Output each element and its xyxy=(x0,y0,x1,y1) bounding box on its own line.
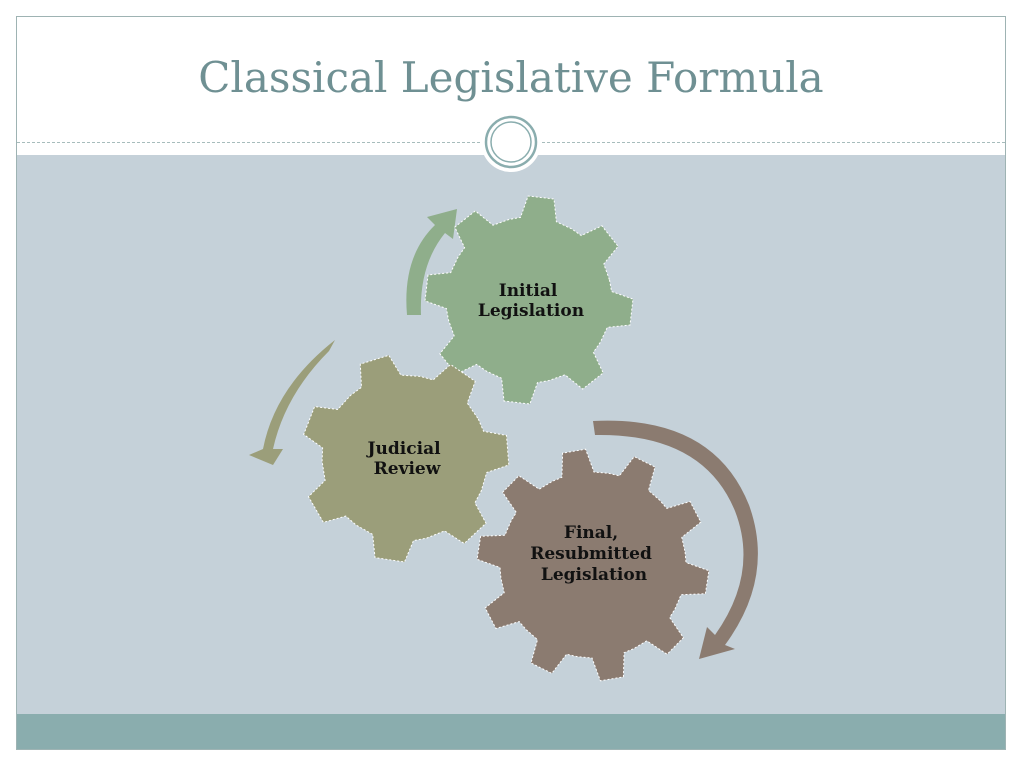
gear-final-label-line-2: Resubmitted xyxy=(530,544,652,564)
gear-judicial-label-line-2: Review xyxy=(374,459,441,479)
gear-final: Final, Resubmitted Legislation xyxy=(476,448,710,682)
slide-title: Classical Legislative Formula xyxy=(198,53,824,102)
gear-final-label-line-3: Legislation xyxy=(541,565,647,585)
cycle-arrow-initial xyxy=(406,209,457,315)
gear-initial-label-line-2: Legislation xyxy=(478,301,584,321)
gear-final-shape xyxy=(476,448,710,682)
gear-judicial: Judicial Review xyxy=(303,354,510,563)
gear-diagram: Initial Legislation Judicial Review Fina… xyxy=(249,195,758,682)
slide: Classical Legislative Formula Initial Le… xyxy=(16,16,1006,750)
gear-initial: Initial Legislation xyxy=(424,195,634,405)
gear-judicial-label-line-1: Judicial xyxy=(366,439,442,459)
cycle-arrow-judicial xyxy=(249,340,335,465)
gear-initial-label-line-1: Initial xyxy=(499,281,558,301)
gear-final-label: Final, Resubmitted Legislation xyxy=(530,523,658,585)
gear-judicial-label: Judicial Review xyxy=(366,439,447,479)
gear-initial-label: Initial Legislation xyxy=(478,281,584,321)
gear-initial-shape xyxy=(424,195,634,405)
circle-ornament-icon xyxy=(481,112,541,172)
gear-judicial-shape xyxy=(303,354,510,563)
footer-bar xyxy=(17,714,1005,749)
gear-final-label-line-1: Final, xyxy=(564,523,618,543)
